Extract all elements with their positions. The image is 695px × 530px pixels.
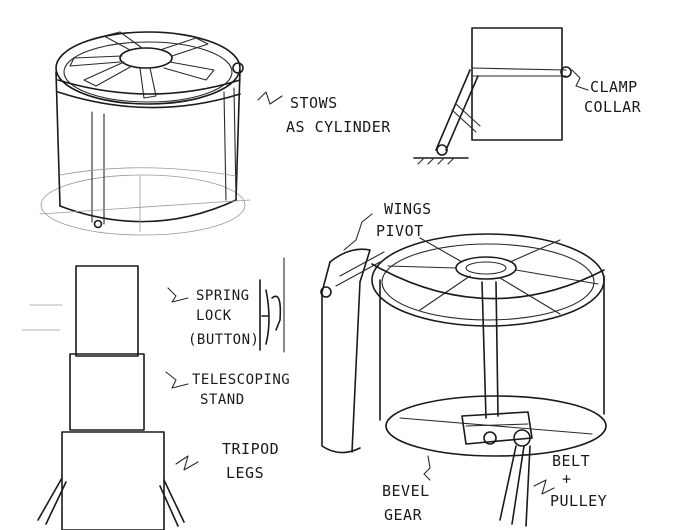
wings-label-line1: WINGS	[384, 200, 432, 218]
belt-leader	[533, 479, 555, 495]
deployed-turbine-sketch	[320, 233, 607, 527]
telescoping-leader	[165, 371, 189, 389]
stows-leader	[257, 91, 283, 105]
belt-label-line3: PULLEY	[550, 492, 607, 510]
telescoping-stand-sketch	[21, 265, 185, 530]
spring-lock-detail	[259, 257, 285, 353]
clamp-collar-sketch	[413, 27, 572, 165]
spring-label-line3: (BUTTON)	[188, 332, 259, 348]
spring-label-line2: LOCK	[196, 308, 232, 324]
stows-label-line1: STOWS	[290, 94, 338, 112]
belt-label-line1: BELT	[552, 452, 590, 470]
wings-leader	[343, 213, 373, 251]
spring-leader	[167, 287, 189, 303]
tripod-leader	[175, 455, 199, 471]
clamp-label-line2: COLLAR	[584, 98, 642, 116]
belt-label-line2: +	[562, 470, 572, 488]
tripod-label-line1: TRIPOD	[222, 440, 279, 458]
telescoping-label-line1: TELESCOPING	[192, 372, 290, 388]
bevel-label-line1: BEVEL	[382, 482, 430, 500]
bevel-label-line2: GEAR	[384, 506, 423, 524]
bevel-leader	[423, 455, 431, 481]
telescoping-label-line2: STAND	[200, 392, 245, 408]
tripod-label-line2: LEGS	[226, 464, 264, 482]
clamp-leader	[571, 69, 589, 91]
clamp-label-line1: CLAMP	[590, 78, 638, 96]
wings-label-line2: PIVOT	[376, 222, 424, 240]
spring-label-line1: SPRING	[196, 288, 250, 304]
stowed-cylinder-sketch	[39, 31, 251, 236]
stows-label-line2: AS CYLINDER	[286, 118, 391, 136]
